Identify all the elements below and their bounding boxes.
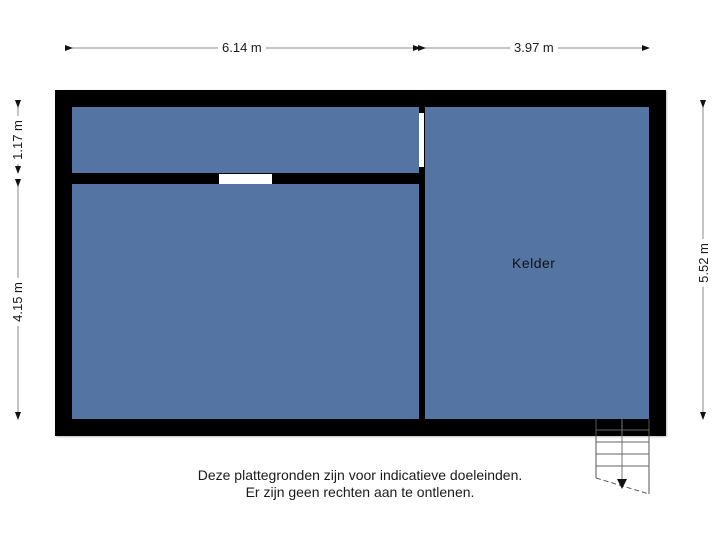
disclaimer-line-1: Deze plattegronden zijn voor indicatieve… — [197, 467, 523, 483]
door-opening-vertical — [419, 113, 424, 167]
room-label-kelder: Kelder — [512, 255, 556, 271]
stairs-icon — [595, 419, 650, 495]
dimension-label-top-right: 3.97 m — [510, 41, 558, 55]
dimension-label-left-lower: 4.15 m — [10, 278, 25, 326]
door-opening-horizontal — [219, 174, 272, 184]
kelder-room: Kelder — [425, 107, 649, 419]
dimension-label-left-upper: 1.17 m — [10, 116, 25, 164]
dimension-label-right: 5.52 m — [696, 239, 711, 287]
top-left-room — [72, 107, 419, 173]
disclaimer-line-2: Er zijn geen rechten aan te ontlenen. — [245, 484, 475, 500]
disclaimer: Deze plattegronden zijn voor indicatieve… — [0, 467, 720, 501]
bottom-left-room — [72, 184, 419, 419]
dimension-label-top-left: 6.14 m — [218, 41, 266, 55]
